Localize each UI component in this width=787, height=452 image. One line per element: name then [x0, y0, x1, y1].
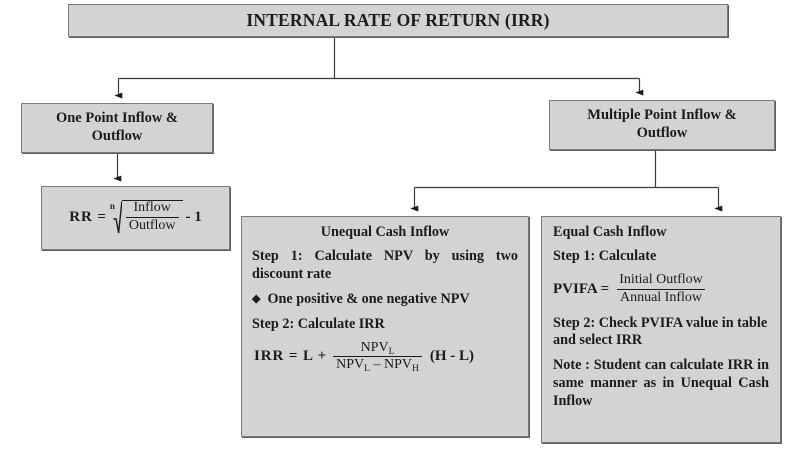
- rr-formula-box: RR = n Inflow Outflow - 1: [41, 186, 230, 250]
- unequal-step1: Step 1: Calculate NPV by using two disco…: [252, 248, 518, 282]
- one-point-label: One Point Inflow & Outflow: [56, 110, 178, 145]
- irr-den-right-sub: H: [411, 364, 419, 375]
- irr-fraction-numerator: NPVL: [358, 339, 398, 357]
- pvifa-fraction-denominator: Annual Inflow: [616, 288, 706, 306]
- radical-sign-icon: [113, 200, 122, 234]
- diamond-bullet-icon: ◆: [252, 292, 261, 305]
- equal-cash-inflow-box: Equal Cash Inflow Step 1: Calculate PVIF…: [541, 216, 781, 443]
- irr-den-left: NPV: [336, 357, 365, 373]
- irr-den-left-sub: L: [364, 364, 370, 375]
- multiple-point-label-line2: Outflow: [636, 125, 688, 141]
- one-point-inflow-outflow-box: One Point Inflow & Outflow: [21, 103, 213, 153]
- equal-step2: Step 2: Check PVIFA value in table and s…: [553, 314, 768, 349]
- pvifa-fraction: Initial Outflow Annual Inflow: [616, 271, 706, 306]
- multiple-point-label-line1: Multiple Point Inflow &: [587, 107, 737, 124]
- pvifa-formula-lhs: PVIFA =: [553, 280, 610, 297]
- unequal-heading: Unequal Cash Inflow: [320, 224, 450, 240]
- irr-formula-tail: (H - L): [429, 348, 475, 365]
- rr-formula: RR = n Inflow Outflow - 1: [69, 200, 202, 234]
- irr-num-npv: NPV: [360, 339, 389, 355]
- pvifa-fraction-numerator: Initial Outflow: [619, 271, 703, 287]
- equal-step1: Step 1: Calculate: [553, 248, 657, 264]
- inflow-outflow-fraction: Inflow Outflow: [125, 200, 179, 234]
- irr-formula: IRR = L + NPVL NPVL – NPVH (H - L): [252, 339, 518, 375]
- irr-formula-lhs: IRR = L +: [254, 348, 328, 365]
- radicand: Inflow Outflow: [121, 200, 183, 234]
- one-point-label-line1: One Point Inflow &: [55, 110, 179, 127]
- pvifa-formula: PVIFA = Initial Outflow Annual Inflow: [553, 271, 769, 306]
- rr-formula-lhs: RR =: [69, 208, 107, 225]
- nth-root-icon: n Inflow Outflow: [110, 200, 183, 234]
- equal-heading: Equal Cash Inflow: [553, 224, 667, 240]
- equal-note: Note : Student can calculate IRR in same…: [553, 357, 769, 410]
- root-index: n: [109, 201, 115, 211]
- irr-fraction-denominator: NPVL – NPVH: [333, 356, 422, 375]
- fraction-denominator: Outflow: [125, 217, 179, 234]
- unequal-bullet-text: One positive & one negative NPV: [267, 290, 470, 307]
- multiple-point-label: Multiple Point Inflow & Outflow: [587, 107, 736, 142]
- root-title-box: INTERNAL RATE OF RETURN (IRR): [68, 4, 728, 37]
- irr-num-sub: L: [388, 346, 395, 357]
- unequal-step2: Step 2: Calculate IRR: [252, 315, 385, 332]
- fraction-numerator: Inflow: [133, 200, 171, 216]
- irr-den-operator: –: [373, 357, 381, 373]
- multiple-point-inflow-outflow-box: Multiple Point Inflow & Outflow: [549, 100, 775, 150]
- page-title: INTERNAL RATE OF RETURN (IRR): [246, 10, 550, 30]
- one-point-label-line2: Outflow: [91, 128, 143, 144]
- rr-formula-tail: - 1: [185, 208, 202, 225]
- irr-den-right: NPV: [383, 357, 412, 373]
- irr-fraction: NPVL NPVL – NPVH: [333, 339, 422, 375]
- unequal-cash-inflow-box: Unequal Cash Inflow Step 1: Calculate NP…: [241, 216, 529, 437]
- unequal-bullet-item: ◆ One positive & one negative NPV: [252, 291, 518, 309]
